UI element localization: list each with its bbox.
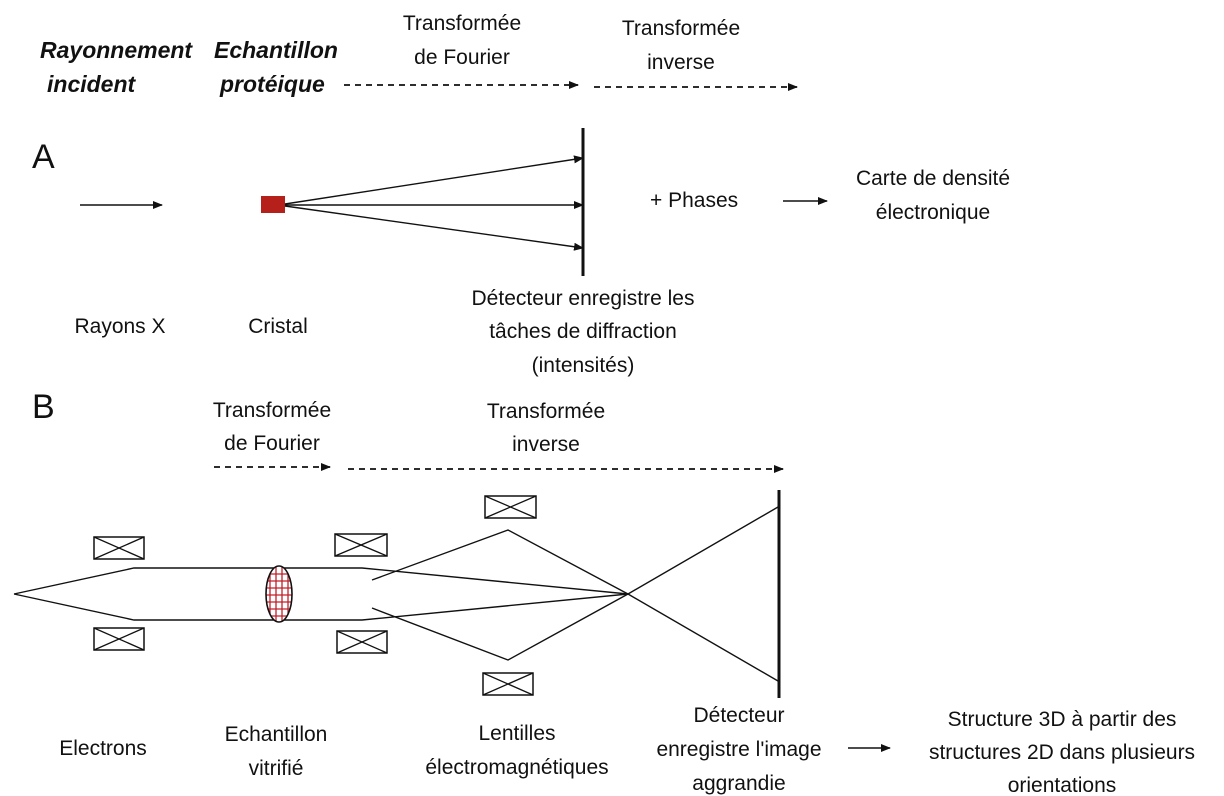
header-inverse-line1: Transformée bbox=[622, 17, 740, 40]
phases-label: + Phases bbox=[650, 189, 738, 212]
header-sample-line2: protéique bbox=[219, 71, 325, 97]
header-incident-line2: incident bbox=[47, 71, 137, 97]
header-fourier-line1: Transformée bbox=[403, 12, 521, 35]
lens-box-condenser-bottom bbox=[93, 627, 145, 651]
lens-label-line2: électromagnétiques bbox=[425, 756, 608, 779]
detector-a-line1: Détecteur enregistre les bbox=[472, 287, 695, 310]
detector-b-line1: Détecteur bbox=[693, 704, 784, 727]
beam-path-cross-down bbox=[371, 593, 629, 661]
panel-b-inverse-line1: Transformée bbox=[487, 400, 605, 423]
detector-a-line3: (intensités) bbox=[532, 354, 635, 377]
lens-box-projector-bottom bbox=[482, 672, 534, 696]
panel-b-letter: B bbox=[32, 388, 55, 426]
header-inverse-line2: inverse bbox=[647, 51, 715, 74]
lens-box-condenser-top bbox=[93, 536, 145, 560]
beam-path-lower bbox=[13, 593, 779, 682]
structure-3d-line1: Structure 3D à partir des bbox=[948, 708, 1177, 731]
lens-box-projector-top bbox=[484, 495, 537, 519]
detector-a-line2: tâches de diffraction bbox=[489, 320, 677, 343]
diffraction-ray-lower bbox=[284, 205, 584, 251]
lens-box-objective-bottom bbox=[336, 630, 388, 654]
header-incident-line1: Rayonnement bbox=[40, 37, 193, 63]
lens-box-objective-top bbox=[334, 533, 388, 557]
vitrified-sample-line1: Echantillon bbox=[225, 723, 328, 746]
beam-path-cross-up bbox=[371, 529, 629, 595]
diffraction-ray-upper bbox=[284, 155, 584, 205]
panel-b-inverse-line2: inverse bbox=[512, 433, 580, 456]
density-map-line2: électronique bbox=[876, 201, 990, 224]
lens-label-line1: Lentilles bbox=[478, 722, 555, 745]
panel-a-letter: A bbox=[32, 138, 55, 176]
panel-b-fourier-line1: Transformée bbox=[213, 399, 331, 422]
xray-label: Rayons X bbox=[74, 315, 165, 338]
detector-b-line3: aggrandie bbox=[692, 772, 785, 795]
crystal-label: Cristal bbox=[248, 315, 308, 338]
crystal-sample bbox=[261, 196, 285, 213]
structure-3d-line3: orientations bbox=[1008, 774, 1117, 796]
panel-b-fourier-line2: de Fourier bbox=[224, 432, 320, 455]
structure-3d-line2: structures 2D dans plusieurs bbox=[929, 741, 1195, 764]
electrons-label: Electrons bbox=[59, 737, 147, 760]
density-map-line1: Carte de densité bbox=[856, 167, 1010, 190]
detector-b-line2: enregistre l'image bbox=[656, 738, 821, 761]
header-sample-line1: Echantillon bbox=[214, 37, 338, 63]
vitrified-sample-line2: vitrifié bbox=[249, 757, 304, 780]
header-fourier-line2: de Fourier bbox=[414, 46, 510, 69]
beam-path-upper bbox=[13, 506, 779, 595]
